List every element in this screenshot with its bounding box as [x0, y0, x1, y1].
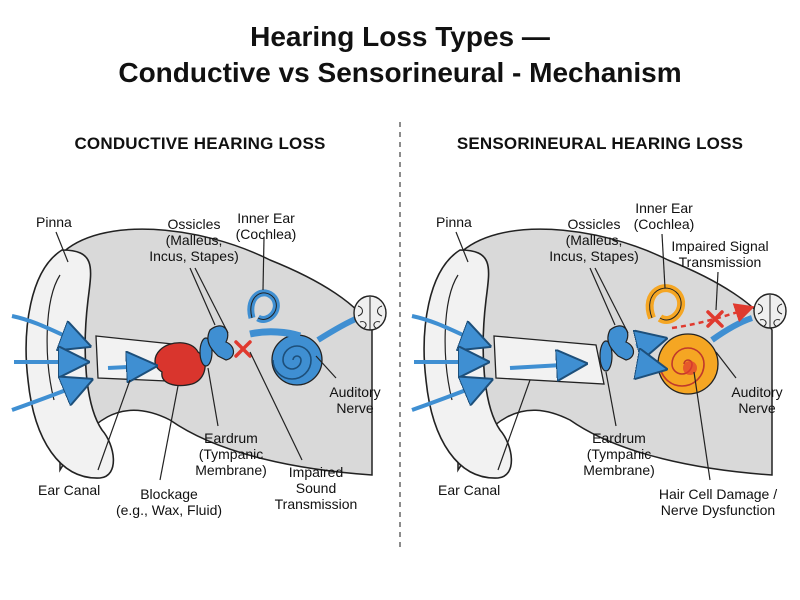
conductive-ear — [11, 228, 387, 481]
label-impaired-signal: Impaired Signal Transmission — [671, 238, 769, 270]
label-hair-cell-damage: Hair Cell Damage / Nerve Dysfunction — [658, 486, 778, 518]
hair-cell-damage-spot — [683, 361, 697, 375]
sound-arrow-canal — [107, 366, 150, 368]
label-ossicles: Ossicles (Malleus, Incus, Stapes) — [149, 216, 239, 264]
sound-arrow-3 — [11, 382, 86, 412]
label-blockage: Blockage (e.g., Wax, Fluid) — [115, 486, 223, 518]
label-eardrum: Eardrum (Tympanic Membrane) — [583, 430, 655, 478]
label-ear-canal: Ear Canal — [438, 482, 501, 498]
sound-arrow-1 — [11, 314, 84, 344]
eardrum-shape — [599, 340, 613, 372]
label-auditory-nerve: Auditory Nerve — [731, 384, 783, 416]
sound-arrow-3 — [411, 382, 486, 412]
blocked-x-icon — [234, 340, 252, 358]
sound-arrow-canal — [509, 364, 580, 368]
pinna-fold — [444, 274, 459, 401]
label-pinna: Pinna — [36, 214, 72, 230]
label-pinna: Pinna — [436, 214, 472, 230]
title-line-2: Conductive vs Sensorineural - Mechanism — [118, 57, 682, 88]
label-inner-ear: Inner Ear (Cochlea) — [633, 200, 695, 232]
signal-arrow-inner — [636, 340, 660, 346]
label-ear-canal: Ear Canal — [38, 482, 101, 498]
sound-arrow-1 — [411, 314, 484, 344]
conductive-heading: CONDUCTIVE HEARING LOSS — [74, 134, 326, 153]
leader-lines-right — [455, 231, 737, 481]
sensorineural-ear — [411, 228, 787, 481]
pinna-fold — [46, 274, 61, 401]
leader-lines-left — [55, 231, 337, 481]
label-auditory-nerve: Auditory Nerve — [329, 384, 381, 416]
label-eardrum: Eardrum (Tympanic Membrane) — [195, 430, 267, 478]
signal-arrow-inner-2 — [638, 364, 660, 368]
label-ossicles: Ossicles (Malleus, Incus, Stapes) — [549, 216, 639, 264]
blocked-x-icon — [706, 310, 724, 328]
brain-icon — [353, 295, 387, 331]
impaired-signal-line — [671, 303, 755, 330]
cochlea-spiral — [271, 334, 323, 386]
label-impaired-sound: Impaired Sound Transmission — [274, 464, 358, 512]
brain-icon — [753, 293, 787, 329]
title-line-1: Hearing Loss Types — — [250, 21, 550, 52]
sensorineural-heading: SENSORINEURAL HEARING LOSS — [456, 134, 744, 153]
label-inner-ear: Inner Ear (Cochlea) — [235, 210, 297, 242]
